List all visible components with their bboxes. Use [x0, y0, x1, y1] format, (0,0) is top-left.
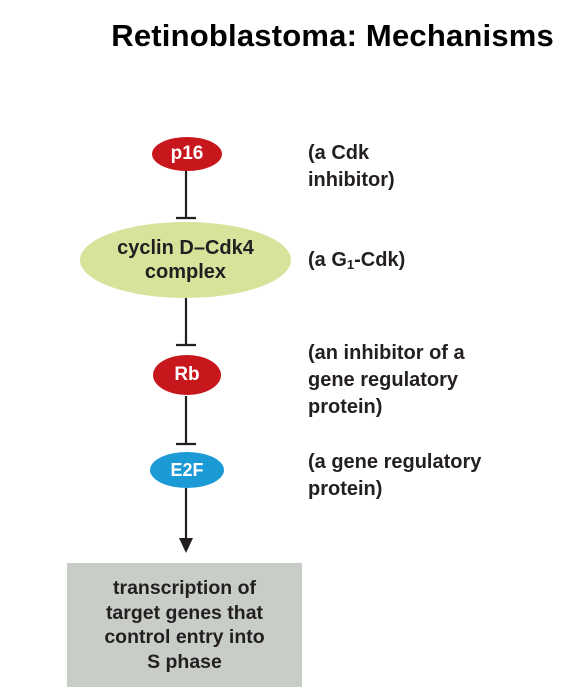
cyclin-d-cdk4-description: (a G1-Cdk) — [308, 247, 405, 278]
cyclin-desc-subscript: 1 — [346, 257, 355, 272]
rb-label: Rb — [174, 364, 200, 385]
p16-description: (a Cdk inhibitor) — [308, 142, 395, 191]
page-title: Retinoblastoma: Mechanisms — [111, 18, 554, 53]
e2f-node: E2F — [150, 452, 224, 488]
activation-arrowhead — [179, 538, 193, 553]
cyclin-d-cdk4-node: cyclin D–Cdk4 complex — [80, 222, 291, 298]
transcription-outcome-box: transcription of target genes that contr… — [67, 563, 302, 687]
p16-node: p16 — [152, 137, 222, 171]
rb-description: (an inhibitor of a gene regulatory prote… — [308, 342, 465, 418]
e2f-description: (a gene regulatory protein) — [308, 451, 482, 500]
cyclin-desc-suffix: -Cdk) — [354, 249, 406, 271]
cyclin-desc-prefix: (a G — [308, 249, 347, 271]
p16-label: p16 — [170, 143, 204, 164]
cyclin-d-cdk4-label: cyclin D–Cdk4 complex — [117, 237, 254, 283]
rb-node: Rb — [153, 355, 221, 395]
e2f-label: E2F — [170, 459, 204, 480]
